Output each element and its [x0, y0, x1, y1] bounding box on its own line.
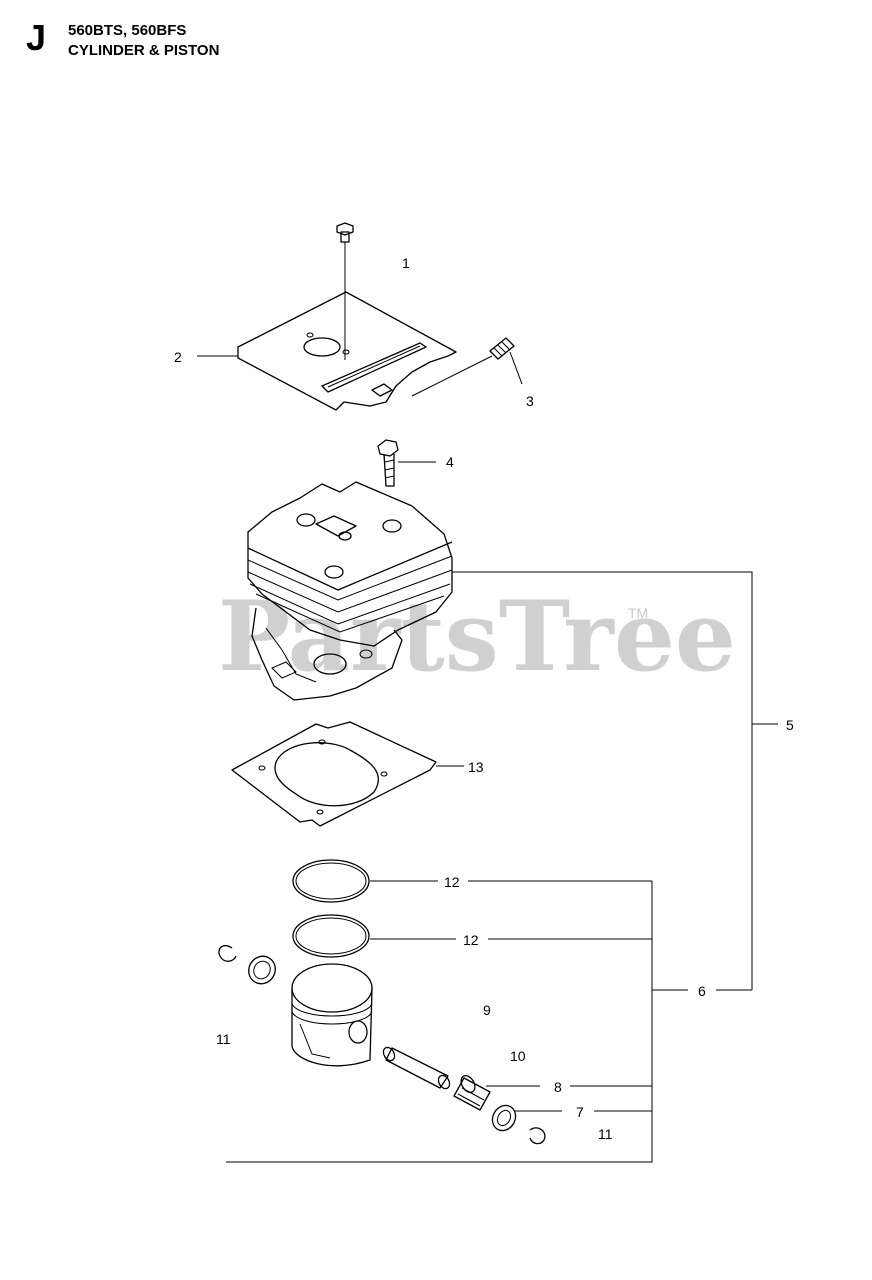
part-8-needle-bearing[interactable]: [453, 1073, 491, 1111]
bracket-5: [452, 571, 753, 990]
part-12-ring-top[interactable]: [292, 859, 370, 903]
callout-6[interactable]: 6: [698, 983, 706, 999]
part-5-cylinder[interactable]: [247, 481, 453, 701]
leader-3-dashed: [411, 355, 493, 397]
callout-11-left[interactable]: 11: [216, 1031, 231, 1047]
bracket-6: [226, 881, 653, 1163]
part-7-washer[interactable]: [488, 1101, 520, 1135]
part-9-piston[interactable]: [291, 963, 373, 1067]
callout-4[interactable]: 4: [446, 454, 454, 470]
section-letter: J: [26, 17, 47, 58]
part-2-plate[interactable]: [237, 291, 457, 411]
watermark-trademark: TM: [628, 605, 648, 621]
part-11-circlip-left[interactable]: [218, 944, 237, 962]
callout-8[interactable]: 8: [554, 1079, 562, 1095]
part-1-screw[interactable]: [336, 222, 354, 243]
watermark-text: PartsTree: [218, 580, 736, 693]
part-10-piston-pin[interactable]: [381, 1045, 452, 1090]
model-numbers: 560BTS, 560BFS: [68, 22, 187, 39]
callout-1[interactable]: 1: [402, 255, 410, 271]
part-13-gasket[interactable]: [231, 721, 437, 827]
callout-12-top[interactable]: 12: [444, 874, 460, 890]
callout-7[interactable]: 7: [576, 1104, 584, 1120]
callout-11-right[interactable]: 11: [598, 1126, 613, 1142]
section-title: CYLINDER & PISTON: [68, 42, 220, 59]
callout-2[interactable]: 2: [174, 349, 182, 365]
part-11-circlip-right[interactable]: [529, 1127, 546, 1145]
leader-3: [509, 351, 523, 385]
part-3-pin[interactable]: [489, 337, 515, 360]
callout-13[interactable]: 13: [468, 759, 484, 775]
callout-5[interactable]: 5: [786, 717, 794, 733]
part-12-ring-bottom[interactable]: [292, 914, 370, 958]
callout-12-bottom[interactable]: 12: [463, 932, 479, 948]
callout-9[interactable]: 9: [483, 1002, 491, 1018]
part-4-bolt[interactable]: [377, 439, 399, 487]
part-washer-left[interactable]: [244, 951, 281, 988]
callout-10[interactable]: 10: [510, 1048, 526, 1064]
callout-3[interactable]: 3: [526, 393, 534, 409]
